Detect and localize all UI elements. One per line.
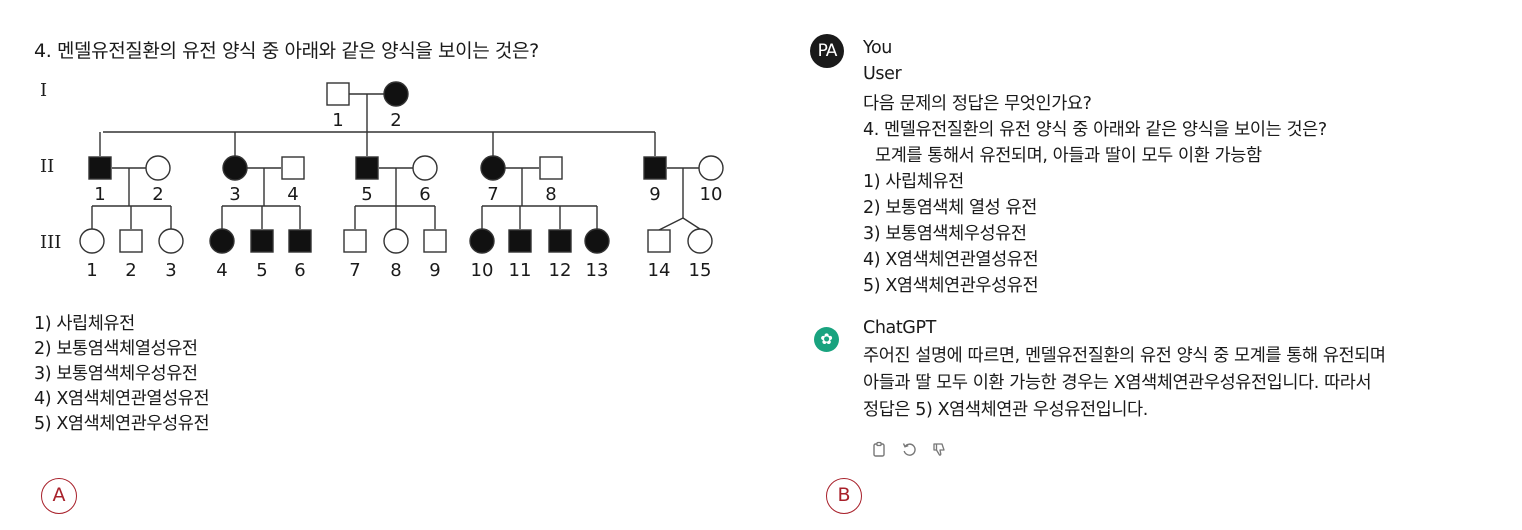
regenerate-icon[interactable] [900,440,918,458]
choice-item: 4) X염색체연관열성유전 [34,389,210,409]
female-symbol [383,228,409,254]
individual-number: 10 [471,260,494,281]
answer-line: 주어진 설명에 따르면, 멘델유전질환의 유전 양식 중 모계를 통해 유전되며 [863,346,1386,366]
pedigree-line [658,217,684,231]
male-symbol [423,229,447,253]
individual-number: 3 [229,184,240,205]
male-symbol [288,229,312,253]
individual-number: 2 [152,184,163,205]
message-actions [870,440,948,458]
prompt-line: 4) X염색체연관열성유전 [863,250,1039,270]
choice-item: 3) 보통염색체우성유전 [34,364,198,384]
male-symbol [355,156,379,180]
female-symbol [584,228,610,254]
chatgpt-logo-icon: ✿ [814,327,839,352]
female-symbol [145,155,171,181]
choice-item: 2) 보통염색체열성유전 [34,339,198,359]
female-symbol [480,155,506,181]
male-symbol [250,229,274,253]
prompt-line: 4. 멘델유전질환의 유전 양식 중 아래와 같은 양식을 보이는 것은? [863,120,1327,140]
male-symbol [647,229,671,253]
user-name: You [863,38,892,58]
individual-number: 6 [294,260,305,281]
individual-number: 10 [700,184,723,205]
prompt-line: 3) 보통염색체우성유전 [863,224,1027,244]
male-symbol [326,82,350,106]
male-symbol [343,229,367,253]
assistant-name: ChatGPT [863,318,936,338]
individual-number: 2 [125,260,136,281]
male-symbol [643,156,667,180]
individual-number: 8 [390,260,401,281]
female-symbol [79,228,105,254]
female-symbol [209,228,235,254]
choice-item: 5) X염색체연관우성유전 [34,414,210,434]
generation-label-2: II [40,156,55,177]
question-title: 4. 멘델유전질환의 유전 양식 중 아래와 같은 양식을 보이는 것은? [34,40,539,62]
female-symbol [158,228,184,254]
female-symbol [469,228,495,254]
prompt-line: 1) 사립체유전 [863,172,964,192]
individual-number: 1 [86,260,97,281]
pedigree-line [682,217,701,230]
individual-number: 5 [256,260,267,281]
panel-b: PA You User 다음 문제의 정답은 무엇인가요? 4. 멘델유전질환의… [790,0,1522,530]
female-symbol [222,155,248,181]
individual-number: 5 [361,184,372,205]
user-avatar: PA [810,34,844,68]
individual-number: 4 [216,260,227,281]
individual-number: 1 [332,110,343,131]
individual-number: 7 [487,184,498,205]
individual-number: 6 [419,184,430,205]
answer-line: 정답은 5) X염색체연관 우성유전입니다. [863,400,1148,420]
individual-number: 12 [549,260,572,281]
individual-number: 15 [689,260,712,281]
individual-number: 9 [649,184,660,205]
user-role: User [863,64,902,84]
prompt-line: 2) 보통염색체 열성 유전 [863,198,1037,218]
copy-icon[interactable] [870,440,888,458]
individual-number: 14 [648,260,671,281]
female-symbol [412,155,438,181]
answer-line: 아들과 딸 모두 이환 가능한 경우는 X염색체연관우성유전입니다. 따라서 [863,373,1372,393]
choices-list: 1) 사립체유전 2) 보통염색체열성유전 3) 보통염색체우성유전 4) X염… [34,312,210,437]
individual-number: 3 [165,260,176,281]
female-symbol [687,228,713,254]
individual-number: 9 [429,260,440,281]
male-symbol [508,229,532,253]
individual-number: 8 [545,184,556,205]
choice-item: 1) 사립체유전 [34,314,135,334]
male-symbol [281,156,305,180]
prompt-line: 5) X염색체연관우성유전 [863,276,1039,296]
male-symbol [539,156,563,180]
generation-label-3: III [40,232,62,253]
individual-number: 11 [509,260,532,281]
individual-number: 13 [586,260,609,281]
generation-label-1: I [40,80,48,101]
female-symbol [383,81,409,107]
panel-marker-a: A [41,478,77,514]
prompt-line: 모계를 통해서 유전되며, 아들과 딸이 모두 이환 가능함 [875,146,1262,166]
individual-number: 4 [287,184,298,205]
assistant-answer: 주어진 설명에 따르면, 멘델유전질환의 유전 양식 중 모계를 통해 유전되며… [863,343,1503,424]
male-symbol [88,156,112,180]
panel-marker-b: B [826,478,862,514]
individual-number: 7 [349,260,360,281]
male-symbol [548,229,572,253]
prompt-line: 다음 문제의 정답은 무엇인가요? [863,94,1092,114]
thumbs-down-icon[interactable] [930,440,948,458]
panel-a: 4. 멘델유전질환의 유전 양식 중 아래와 같은 양식을 보이는 것은? I … [34,40,724,514]
male-symbol [119,229,143,253]
individual-number: 1 [94,184,105,205]
individual-number: 2 [390,110,401,131]
female-symbol [698,155,724,181]
